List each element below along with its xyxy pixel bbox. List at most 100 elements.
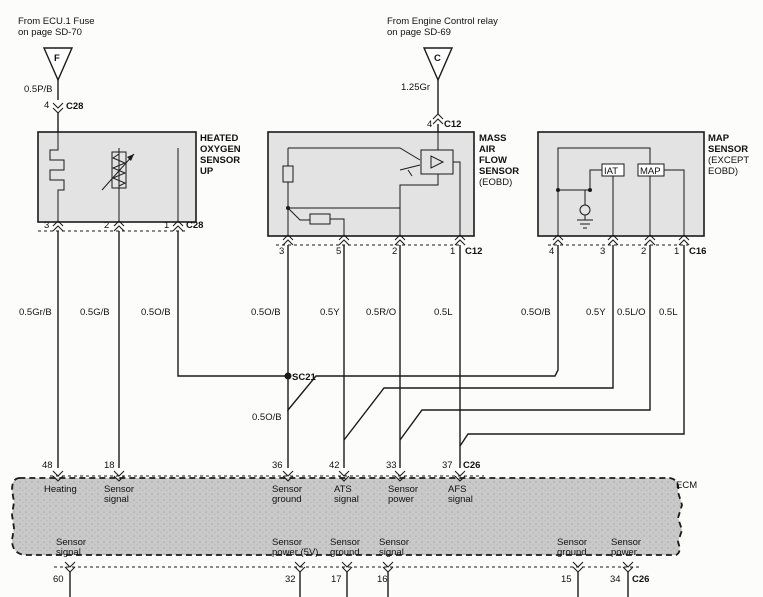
connector-c28-top-symbol bbox=[52, 102, 64, 114]
o2-connector-id: C28 bbox=[186, 220, 203, 231]
ecm-pin-48: 48 bbox=[42, 460, 53, 471]
wire-c-color: 1.25Gr bbox=[401, 82, 430, 93]
map-sub-2: EOBD) bbox=[708, 166, 738, 177]
maf-pin-5: 5 bbox=[336, 246, 341, 257]
ecm-label: ECM bbox=[676, 480, 697, 491]
wire-o2-2-color: 0.5G/B bbox=[80, 307, 110, 318]
maf-connector-id: C12 bbox=[465, 246, 482, 257]
ecm-pin-17-label-1: Sensor bbox=[330, 537, 360, 548]
maf-internal-circuit bbox=[282, 132, 461, 236]
o2-pin-2: 2 bbox=[104, 220, 109, 231]
ecm-pin-16-label-2: signal bbox=[379, 547, 404, 558]
maf-sub: (EOBD) bbox=[479, 177, 512, 188]
ecm-pin-34-label-1: Sensor bbox=[611, 537, 641, 548]
wire-f-color: 0.5P/B bbox=[24, 84, 53, 95]
o2-name-2: OXYGEN bbox=[200, 144, 241, 155]
ecm-pin-16-label-1: Sensor bbox=[379, 537, 409, 548]
map-connector: 4 3 2 1 C16 bbox=[549, 234, 706, 257]
maf-pin-2: 2 bbox=[392, 246, 397, 257]
map-name-1: MAP bbox=[708, 133, 730, 144]
map-pin-1: 1 bbox=[674, 246, 679, 257]
wire-map-4-color: 0.5O/B bbox=[521, 307, 551, 318]
o2-pin-3: 3 bbox=[44, 220, 49, 231]
ecm-bottom-connector: Sensor signal 60 Sensor power (5V) 32 Se… bbox=[53, 537, 649, 597]
splice-wire-color: 0.5O/B bbox=[252, 412, 282, 423]
ecm-pin-16: 16 bbox=[377, 574, 388, 585]
heater-element-icon bbox=[49, 132, 65, 222]
connector-c12-top: C12 bbox=[444, 119, 461, 130]
ecm-pin-17-label-2: ground bbox=[330, 547, 360, 558]
ecm-pin-33-label-1: Sensor bbox=[388, 484, 418, 495]
wire-maf-5-color: 0.5Y bbox=[320, 307, 340, 318]
wire-harness bbox=[57, 231, 685, 468]
thermistor-ground-icon bbox=[577, 190, 593, 229]
ecm-pin-33-label-2: power bbox=[388, 494, 414, 505]
map-pin-3: 3 bbox=[600, 246, 605, 257]
wire-maf-1-color: 0.5L bbox=[434, 307, 453, 318]
pin-f: 4 bbox=[44, 100, 49, 111]
ecm-pin-18-label-2: signal bbox=[104, 494, 129, 505]
map-connector-id: C16 bbox=[689, 246, 706, 257]
wire-maf-3-color: 0.5O/B bbox=[251, 307, 281, 318]
o2-name-4: UP bbox=[200, 166, 214, 177]
connector-c12-top-symbol bbox=[432, 113, 444, 125]
ecm-pin-36-label-2: ground bbox=[272, 494, 302, 505]
wire-o2-1-color: 0.5O/B bbox=[141, 307, 171, 318]
map-internal-circuit: IAT MAP bbox=[556, 147, 685, 236]
ecm-pin-60: 60 bbox=[53, 574, 64, 585]
source-c-line2: on page SD-69 bbox=[387, 27, 451, 38]
ecm-pin-15: 15 bbox=[561, 574, 572, 585]
map-pin-2: 2 bbox=[641, 246, 646, 257]
o2-connector: 3 2 1 C28 bbox=[44, 220, 203, 232]
source-f-line2: on page SD-70 bbox=[18, 27, 82, 38]
ecm-pin-34: 34 bbox=[610, 574, 621, 585]
ecm-bottom-connector-id: C26 bbox=[632, 574, 649, 585]
source-c-triangle bbox=[422, 47, 454, 82]
source-f-line1: From ECU.1 Fuse bbox=[18, 16, 95, 27]
wire-o2-3-color: 0.5Gr/B bbox=[19, 307, 52, 318]
variable-resistor-icon bbox=[101, 148, 179, 222]
maf-name-3: FLOW bbox=[479, 155, 507, 166]
ecm-pin-60-label-2: signal bbox=[56, 547, 81, 558]
wire-map-3-color: 0.5Y bbox=[586, 307, 606, 318]
ecm-pin-15-label-1: Sensor bbox=[557, 537, 587, 548]
iat-label: IAT bbox=[604, 166, 618, 177]
ecm-pin-60-label-1: Sensor bbox=[56, 537, 86, 548]
ecm-box bbox=[11, 477, 683, 556]
ecm-pin-36: 36 bbox=[272, 460, 283, 471]
amplifier-icon bbox=[430, 155, 445, 169]
maf-connector: 3 5 2 1 C12 bbox=[279, 234, 482, 257]
ecm-pin-42: 42 bbox=[329, 460, 340, 471]
source-f-letter: F bbox=[54, 53, 60, 64]
ecm-pin-32-label-1: Sensor bbox=[272, 537, 302, 548]
ecm-pin-37-label-2: signal bbox=[448, 494, 473, 505]
ecm-pin-36-label-1: Sensor bbox=[272, 484, 302, 495]
maf-name-4: SENSOR bbox=[479, 166, 519, 177]
source-c-letter: C bbox=[434, 53, 441, 64]
maf-name-2: AIR bbox=[479, 144, 496, 155]
ecm-pin-34-label-2: power bbox=[611, 547, 637, 558]
ecm-pin-42-label-1: ATS bbox=[334, 484, 352, 495]
maf-sensor-box bbox=[267, 131, 475, 237]
splice-sc21-label: SC21 bbox=[292, 372, 316, 383]
ecm-top-connector: 48 Heating 18 Sensor signal 36 Sensor gr… bbox=[42, 460, 480, 505]
wire-map-1-color: 0.5L bbox=[659, 307, 678, 318]
ecm-pin-33: 33 bbox=[386, 460, 397, 471]
ecm-pin-17: 17 bbox=[331, 574, 342, 585]
ecm-pin-18: 18 bbox=[104, 460, 115, 471]
o2-name-1: HEATED bbox=[200, 133, 238, 144]
source-f-triangle bbox=[42, 47, 74, 82]
pin-c: 4 bbox=[427, 119, 432, 130]
o2-sensor-box bbox=[37, 131, 197, 223]
map-block-label: MAP bbox=[640, 166, 661, 177]
ecm-pin-32-label-2: power (5V) bbox=[272, 547, 318, 558]
o2-name-3: SENSOR bbox=[200, 155, 240, 166]
ecm-pin-42-label-2: signal bbox=[334, 494, 359, 505]
maf-pin-3: 3 bbox=[279, 246, 284, 257]
ecm-pin-18-label-1: Sensor bbox=[104, 484, 134, 495]
ecm-pin-15-label-2: ground bbox=[557, 547, 587, 558]
connector-c28-top: C28 bbox=[66, 101, 83, 112]
ecm-pin-32: 32 bbox=[285, 574, 296, 585]
